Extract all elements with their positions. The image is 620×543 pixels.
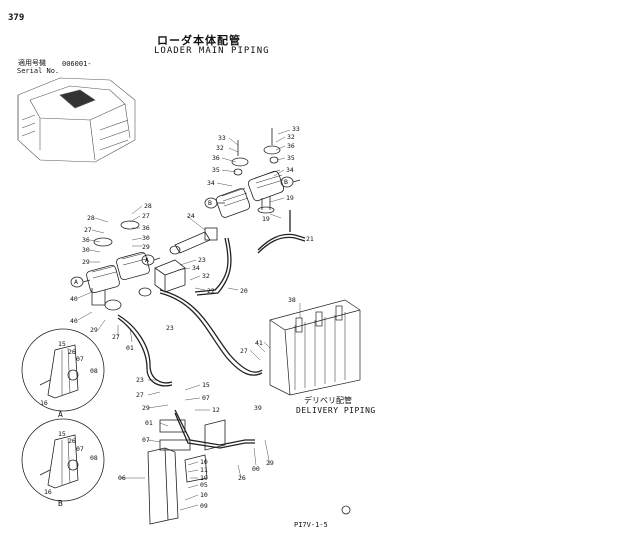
callout-b-right: B [284,178,288,186]
part-label: 35 [212,166,220,174]
part-label: 01 [126,344,134,352]
part-label: 32 [287,133,295,141]
part-label: 23 [136,376,144,384]
part-label: 29 [90,326,98,334]
part-label: 33 [218,134,226,142]
part-label: 19 [286,194,294,202]
part-label: 29 [142,404,150,412]
callout-b-upper: B [208,199,212,207]
part-label: 08 [90,454,98,462]
valve-block-upper-right [247,128,285,214]
page-code: PI7V-1-5 [294,521,328,529]
part-label: 27 [84,226,92,234]
part-label: 28 [87,214,95,222]
part-label: 10 [200,458,208,466]
detail-b-label: B [58,499,63,508]
part-label: 01 [145,419,153,427]
part-label: 12 [212,406,220,414]
part-label: 15 [58,340,66,348]
fitting-24 [169,227,218,255]
part-label: 05 [200,481,208,489]
part-label: 07 [76,445,84,453]
part-label: 06 [118,474,126,482]
part-label: 08 [90,367,98,375]
part-label: 22 [207,287,215,295]
leader-lines [77,129,301,511]
part-label: 36 [212,154,220,162]
part-label: 41 [255,339,263,347]
part-label: 16 [44,488,52,496]
page-number: 379 [8,13,25,23]
part-label: 34 [286,166,294,174]
part-label: 23 [166,324,174,332]
part-label: 27 [136,391,144,399]
part-label: 09 [200,502,208,510]
part-label: 07 [76,355,84,363]
part-label: 21 [306,235,314,243]
copyright-icon [341,505,351,515]
part-label: 15 [202,381,210,389]
bracket-lower [147,419,226,525]
part-label: 28 [144,202,152,210]
serial-value: 006001- [62,60,92,68]
part-label: 26 [238,474,246,482]
control-valve-38 [269,299,361,396]
part-label: 15 [58,430,66,438]
part-label: 07 [142,436,150,444]
callout-a-center: A [145,256,149,264]
part-label: 27 [240,347,248,355]
callout-markers [70,176,301,288]
part-label: 40 [70,317,78,325]
part-label: 23 [198,256,206,264]
title-english: LOADER MAIN PIPING [154,46,270,56]
part-label: 16 [40,399,48,407]
part-label: 40 [70,295,78,303]
part-label: 32 [216,144,224,152]
part-label: 29 [142,243,150,251]
part-label: 29 [266,459,274,467]
part-label: 38 [288,296,296,304]
serial-label-jp: 適用号機 [18,59,46,67]
part-label: 30 [142,234,150,242]
part-label: 10 [200,491,208,499]
part-label: 35 [287,154,295,162]
part-label: 00 [252,465,260,473]
part-label: 19 [200,474,208,482]
valve-block-left [86,220,152,311]
part-label: 32 [202,272,210,280]
part-label: 29 [82,258,90,266]
part-label: 36 [82,236,90,244]
valve-block-upper-center [215,140,251,218]
part-label: 34 [192,264,200,272]
delivery-piping-en: DELIVERY PIPING [296,406,376,415]
title-japanese: ローダ本体配管 [157,34,241,47]
hoses [117,210,306,449]
part-label: 27 [112,333,120,341]
part-label: 26 [68,437,76,445]
detail-a-circle [21,328,105,412]
part-label: 36 [287,142,295,150]
detail-a-label: A [58,410,63,419]
part-label: 27 [142,212,150,220]
part-label: 39 [254,404,262,412]
part-label: 30 [82,246,90,254]
delivery-piping-jp: デリベリ配管 [304,396,352,405]
serial-label-en: Serial No. [17,67,60,75]
part-label: 11 [200,466,208,474]
part-label: 33 [292,125,300,133]
part-label: 24 [187,212,195,220]
part-label: 07 [202,394,210,402]
part-label: 19 [262,215,270,223]
block-23 [154,259,186,293]
part-label: 34 [207,179,215,187]
part-label: 20 [240,287,248,295]
part-label: 36 [142,224,150,232]
callout-a-left: A [74,278,78,286]
part-label: 26 [68,348,76,356]
detail-b-circle [21,418,105,502]
machine-thumbnail [17,77,136,163]
